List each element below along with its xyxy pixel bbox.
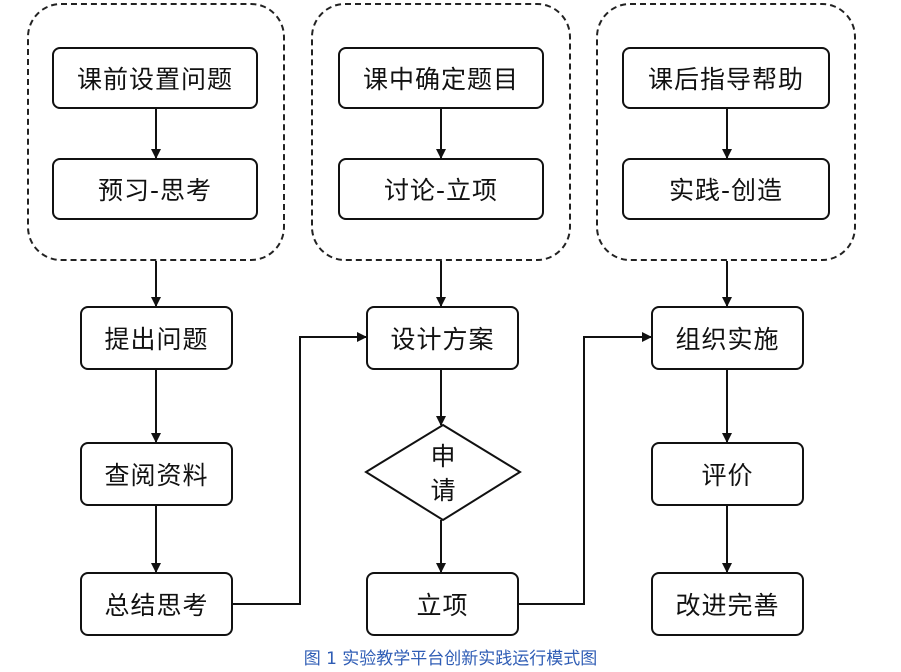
pre-class-group (27, 3, 285, 261)
design-plan-box: 设计方案 (366, 306, 519, 370)
apply-diamond (364, 423, 522, 522)
in-class-group (311, 3, 571, 261)
improve-box: 改进完善 (651, 572, 804, 636)
arrow-summary-to-design (233, 332, 367, 605)
summary-reflection-box: 总结思考 (80, 572, 233, 636)
diamond-label-line2: 请 (430, 476, 456, 505)
discuss-establish-box: 讨论-立项 (338, 158, 544, 220)
diamond-label-line1: 申 (430, 442, 456, 471)
consult-materials-box: 查阅资料 (80, 442, 233, 506)
project-approved-box: 立项 (366, 572, 519, 636)
arrow-approved-to-implement (519, 332, 652, 605)
organize-implement-box: 组织实施 (651, 306, 804, 370)
in-class-topic-box: 课中确定题目 (338, 47, 544, 109)
figure-caption: 图 1 实验教学平台创新实践运行模式图 (303, 649, 598, 669)
pre-class-set-question-box: 课前设置问题 (52, 47, 258, 109)
after-class-guidance-box: 课后指导帮助 (622, 47, 830, 109)
practice-create-box: 实践-创造 (622, 158, 830, 220)
after-class-group (596, 3, 856, 261)
preview-think-box: 预习-思考 (52, 158, 258, 220)
raise-question-box: 提出问题 (80, 306, 233, 370)
evaluate-box: 评价 (651, 442, 804, 506)
